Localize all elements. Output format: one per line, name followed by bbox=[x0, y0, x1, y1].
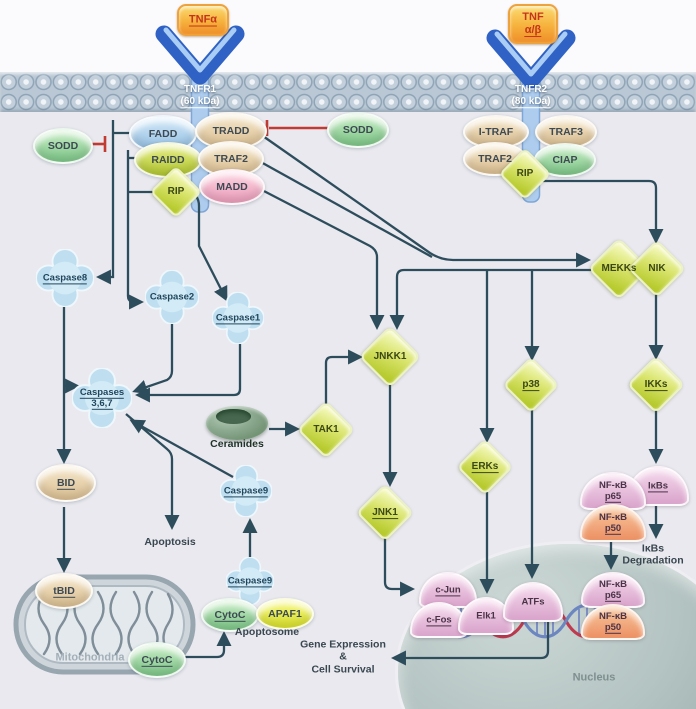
tnfr1-receptor-icon bbox=[155, 25, 245, 213]
cell-membrane bbox=[0, 72, 696, 112]
tnfr2-receptor-icon bbox=[486, 29, 576, 203]
